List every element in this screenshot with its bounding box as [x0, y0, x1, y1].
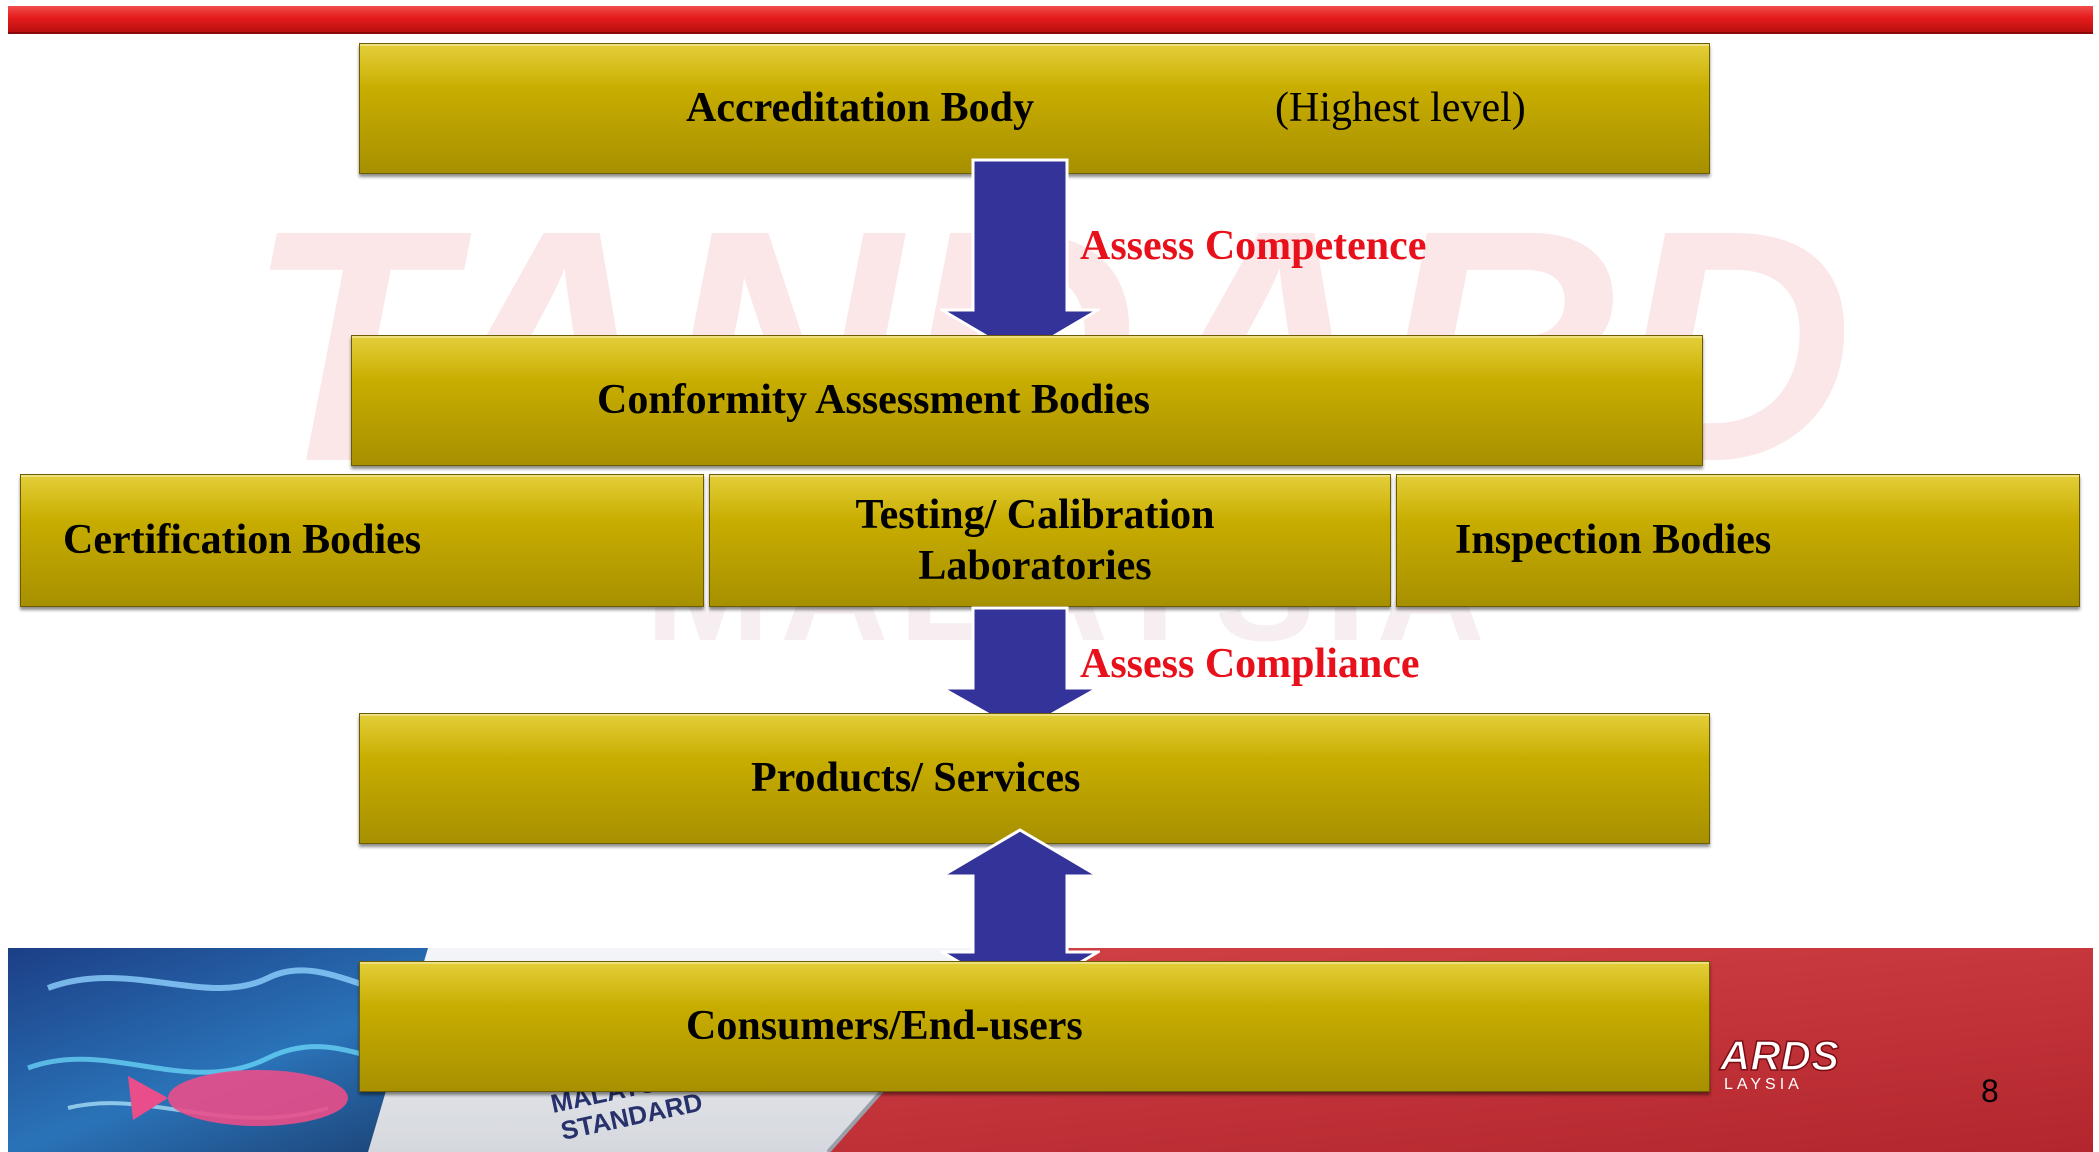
conformity-assessment-bodies-label: Conformity Assessment Bodies: [597, 377, 1150, 424]
inspection-bodies-label: Inspection Bodies: [1455, 517, 1772, 564]
accreditation-body-label: Accreditation Body: [686, 85, 1035, 132]
assess-competence-label: Assess Competence: [1080, 223, 1427, 269]
certification-bodies-box: Certification Bodies: [20, 474, 704, 607]
certification-bodies-label: Certification Bodies: [63, 517, 422, 564]
logo-text-laysia: LAYSIA: [1724, 1076, 1803, 1093]
testing-calibration-label: Testing/ Calibration: [855, 492, 1215, 539]
highest-level-note: (Highest level): [1275, 85, 1526, 132]
inspection-bodies-box: Inspection Bodies: [1396, 474, 2080, 607]
top-red-bar: [8, 6, 2093, 34]
consumers-end-users-box: Consumers/End-users: [359, 961, 1710, 1092]
products-services-box: Products/ Services: [359, 713, 1710, 844]
assess-compliance-arrow: [940, 606, 1100, 734]
accreditation-body-box: Accreditation Body (Highest level): [359, 43, 1710, 174]
conformity-assessment-bodies-box: Conformity Assessment Bodies: [351, 335, 1703, 466]
assess-compliance-label: Assess Compliance: [1080, 641, 1420, 687]
page-number: 8: [1981, 1073, 1999, 1109]
products-services-label: Products/ Services: [751, 755, 1081, 802]
fish-illustration: [168, 1070, 348, 1126]
consumers-end-users-label: Consumers/End-users: [686, 1003, 1083, 1050]
assess-competence-arrow: [940, 158, 1100, 358]
testing-calibration-laboratories-box: Testing/ Calibration Laboratories: [709, 474, 1391, 607]
logo-text-ards: ARDS: [1719, 1032, 1839, 1079]
laboratories-label: Laboratories: [918, 542, 1152, 589]
